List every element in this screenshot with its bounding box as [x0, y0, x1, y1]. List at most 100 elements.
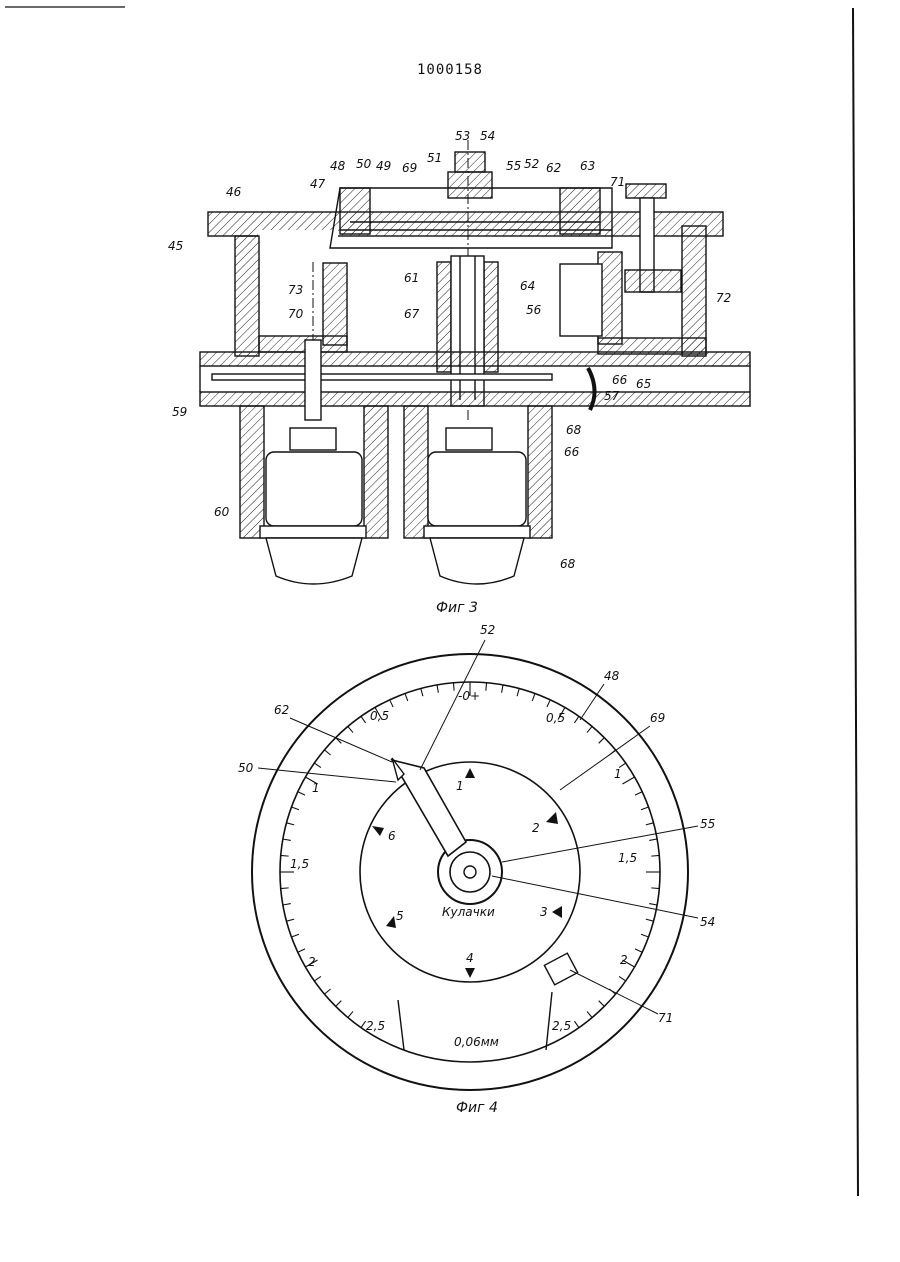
scale-label-left-0-5: 0,5	[370, 709, 389, 723]
fig3-label-46: 46	[226, 185, 242, 199]
scale-window	[544, 953, 577, 985]
right-lens-body	[428, 452, 526, 526]
dial-tick	[361, 716, 366, 723]
dial-tick	[286, 823, 294, 825]
fig3-label-60: 60	[214, 505, 230, 519]
dial-tick	[574, 716, 579, 723]
fig4-label-50: 50	[238, 761, 254, 775]
dial-tick	[314, 976, 321, 981]
right-lower-housing	[404, 406, 428, 538]
dial-tick	[291, 807, 299, 810]
dial-tick	[651, 888, 659, 889]
scale-label-left-2-5: 2,5	[366, 1019, 385, 1033]
fig4-label-71: 71	[658, 1011, 673, 1025]
fig3-label-50: 50	[356, 157, 372, 171]
fig3-label-68: 68	[560, 557, 576, 571]
cam-mark-5: 5	[396, 909, 404, 923]
fig3-label-54: 54	[480, 129, 495, 143]
left-lower-housing	[240, 406, 264, 538]
scale-label-right-2: 2	[620, 953, 628, 967]
fig3-label-64: 64	[520, 279, 535, 293]
figure-3-section-view	[200, 140, 750, 584]
zero-mark: -0+	[458, 689, 480, 703]
dial-tick	[641, 807, 649, 810]
fig4-label-62: 62	[274, 703, 289, 717]
dial-tick	[421, 688, 423, 696]
fig3-label-63: 63	[580, 159, 595, 173]
dial-tick	[390, 700, 393, 707]
top-stem-cap	[455, 152, 485, 172]
fig3-label-61: 61	[404, 271, 419, 285]
fig3-label-57: 57	[604, 389, 620, 403]
cam-mark-1: 1	[456, 779, 464, 793]
dial-tick	[646, 919, 654, 921]
cam-markers	[372, 768, 562, 978]
dial-tick	[599, 1001, 605, 1007]
scale-label-right-2-5: 2,5	[552, 1019, 571, 1033]
fig4-label-52: 52	[480, 623, 495, 637]
scale-label-left-1-5: 1,5	[290, 857, 309, 871]
fig3-label-72: 72	[716, 291, 731, 305]
cam-mark-2: 2	[532, 821, 540, 835]
dial-tick	[324, 989, 330, 994]
sensor-block	[560, 264, 602, 336]
dial-tick	[641, 934, 649, 937]
figure-4-dial	[252, 654, 688, 1090]
dial-tick	[314, 763, 321, 768]
cam-disc	[360, 762, 580, 982]
scale-label-left-2: 2	[308, 955, 316, 969]
dial-tick	[437, 685, 438, 693]
fig3-label-53: 53	[455, 129, 470, 143]
fig3-label-55: 55	[506, 159, 521, 173]
fig3-label-62: 62	[546, 161, 561, 175]
cam-mark-3: 3	[540, 905, 548, 919]
fig3-label-49: 49	[376, 159, 391, 173]
fig3-label-47: 47	[310, 177, 326, 191]
unit-label: 0,06мм	[454, 1035, 499, 1049]
fig3-label-68-mid: 68	[566, 423, 582, 437]
fig3-label-56: 56	[526, 303, 542, 317]
fig3-label-45: 45	[168, 239, 183, 253]
right-wall	[682, 226, 706, 356]
dial-tick	[635, 792, 642, 795]
dial-tick	[348, 1011, 353, 1017]
left-inner-post	[323, 263, 347, 345]
left-lens-body	[266, 452, 362, 526]
middle-plate	[200, 352, 750, 366]
dial-tick	[619, 976, 626, 981]
fig4-label-55: 55	[700, 817, 715, 831]
dial-tick	[405, 693, 408, 701]
dial-tick	[547, 700, 550, 707]
fig3-label-69: 69	[402, 161, 417, 175]
fig3-label-66-right: 66	[612, 373, 628, 387]
dial-tick	[453, 683, 454, 691]
left-wall	[235, 236, 259, 356]
fig4-label-48: 48	[604, 669, 620, 683]
scale-label-right-1-5: 1,5	[618, 851, 637, 865]
fig3-label-48: 48	[330, 159, 346, 173]
dial-tick	[348, 726, 353, 732]
dial-tick	[281, 888, 289, 889]
dial-tick	[635, 949, 642, 952]
fig3-label-73: 73	[288, 283, 303, 297]
dial-tick	[587, 726, 592, 732]
right-edge-rule	[853, 8, 858, 1196]
dial-tick	[286, 919, 294, 921]
dial-tick	[281, 855, 289, 856]
dial-outer-ring	[252, 654, 688, 1090]
dial-tick	[587, 1011, 592, 1017]
dial-tick	[291, 934, 299, 937]
fig3-label-70: 70	[288, 307, 304, 321]
dial-tick	[283, 904, 291, 905]
fig4-label-54: 54	[700, 915, 715, 929]
lower-plate	[200, 392, 750, 406]
dial-tick	[298, 949, 305, 952]
dial-tick	[599, 738, 605, 744]
dial-tick	[298, 792, 305, 795]
dial-tick	[646, 823, 654, 825]
fig3-label-66: 66	[564, 445, 580, 459]
dial-tick	[649, 904, 657, 905]
scale-label-right-1: 1	[614, 767, 622, 781]
fig3-label-65: 65	[636, 377, 651, 391]
